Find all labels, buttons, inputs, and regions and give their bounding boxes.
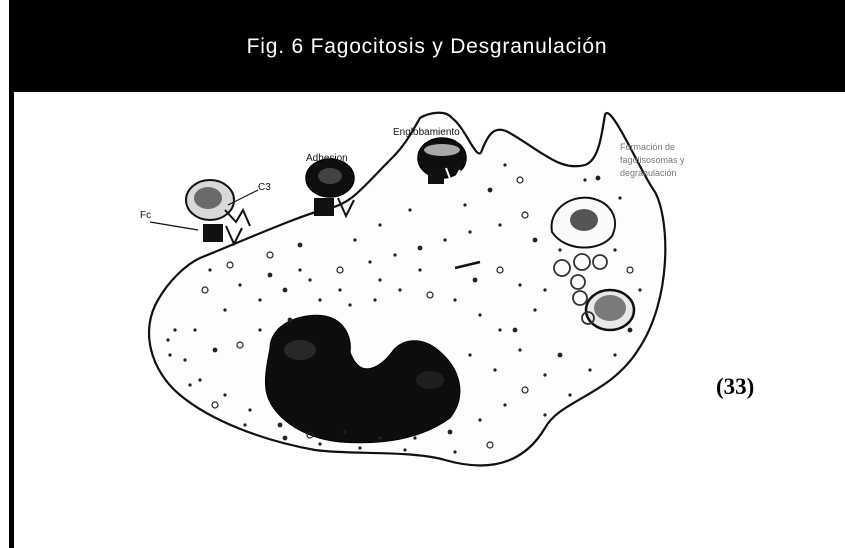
granule bbox=[493, 368, 496, 371]
granule bbox=[358, 446, 361, 449]
granule bbox=[368, 260, 371, 263]
granule bbox=[488, 188, 493, 193]
granule bbox=[308, 278, 311, 281]
granule bbox=[468, 353, 471, 356]
granule bbox=[198, 378, 201, 381]
granule bbox=[378, 436, 381, 439]
granule bbox=[298, 243, 303, 248]
granule bbox=[453, 450, 456, 453]
granule bbox=[183, 358, 186, 361]
granule bbox=[588, 368, 591, 371]
granule bbox=[498, 223, 501, 226]
granule bbox=[258, 328, 261, 331]
granule bbox=[418, 268, 421, 271]
granule bbox=[378, 223, 381, 226]
granule bbox=[558, 248, 561, 251]
granule bbox=[518, 283, 521, 286]
granule bbox=[298, 268, 301, 271]
label-formacion-2: fagolisosomas y bbox=[620, 155, 685, 165]
granule bbox=[443, 238, 446, 241]
label-formacion-1: Formación de bbox=[620, 142, 675, 152]
granule bbox=[213, 348, 218, 353]
label-adhesion: Adhesion bbox=[306, 153, 348, 164]
granule bbox=[513, 328, 518, 333]
granule bbox=[533, 238, 538, 243]
granule bbox=[498, 328, 501, 331]
granule bbox=[408, 208, 411, 211]
granule bbox=[378, 278, 381, 281]
granule bbox=[543, 288, 546, 291]
label-formacion-3: degranulación bbox=[620, 168, 677, 178]
granule bbox=[166, 338, 169, 341]
granule bbox=[283, 288, 288, 293]
granule bbox=[398, 288, 401, 291]
label-englobamiento: Englobamiento bbox=[393, 127, 460, 138]
granule bbox=[223, 393, 226, 396]
granule bbox=[543, 373, 546, 376]
granule bbox=[463, 203, 466, 206]
granule bbox=[223, 308, 226, 311]
granule bbox=[618, 196, 621, 199]
granule bbox=[533, 308, 536, 311]
granule bbox=[283, 436, 288, 441]
granule bbox=[453, 298, 456, 301]
granule bbox=[448, 430, 453, 435]
nucleus-texture bbox=[416, 371, 444, 389]
granule bbox=[173, 328, 176, 331]
granule bbox=[418, 246, 423, 251]
nucleus-texture bbox=[284, 340, 316, 360]
granule bbox=[503, 163, 506, 166]
label-c3: C3 bbox=[258, 182, 271, 193]
granule bbox=[568, 393, 571, 396]
label-fc: Fc bbox=[140, 210, 151, 221]
granule bbox=[583, 178, 586, 181]
granule bbox=[413, 436, 416, 439]
granule bbox=[613, 248, 616, 251]
granule bbox=[473, 278, 478, 283]
granule bbox=[168, 353, 171, 356]
granule bbox=[638, 288, 641, 291]
granule bbox=[343, 430, 346, 433]
granule bbox=[238, 283, 241, 286]
granule bbox=[596, 176, 601, 181]
granule bbox=[393, 253, 396, 256]
granule bbox=[318, 442, 321, 445]
granule bbox=[478, 418, 481, 421]
granule bbox=[373, 298, 376, 301]
granule bbox=[628, 328, 633, 333]
granule bbox=[403, 448, 406, 451]
granule bbox=[188, 383, 191, 386]
granule bbox=[503, 403, 506, 406]
granule bbox=[518, 348, 521, 351]
granule bbox=[468, 230, 471, 233]
granule bbox=[258, 298, 261, 301]
opsonized-particle bbox=[150, 180, 258, 244]
granule bbox=[208, 268, 211, 271]
granule bbox=[278, 423, 283, 428]
granule bbox=[338, 288, 341, 291]
granule bbox=[613, 353, 616, 356]
granule bbox=[353, 238, 356, 241]
granule bbox=[193, 328, 196, 331]
granule bbox=[543, 413, 546, 416]
granule bbox=[243, 423, 246, 426]
granule bbox=[288, 318, 293, 323]
granule bbox=[248, 408, 251, 411]
granule bbox=[268, 273, 273, 278]
granule bbox=[318, 298, 321, 301]
granule bbox=[478, 313, 481, 316]
granule bbox=[348, 303, 351, 306]
figure-reference: (33) bbox=[716, 374, 754, 400]
granule bbox=[558, 353, 563, 358]
